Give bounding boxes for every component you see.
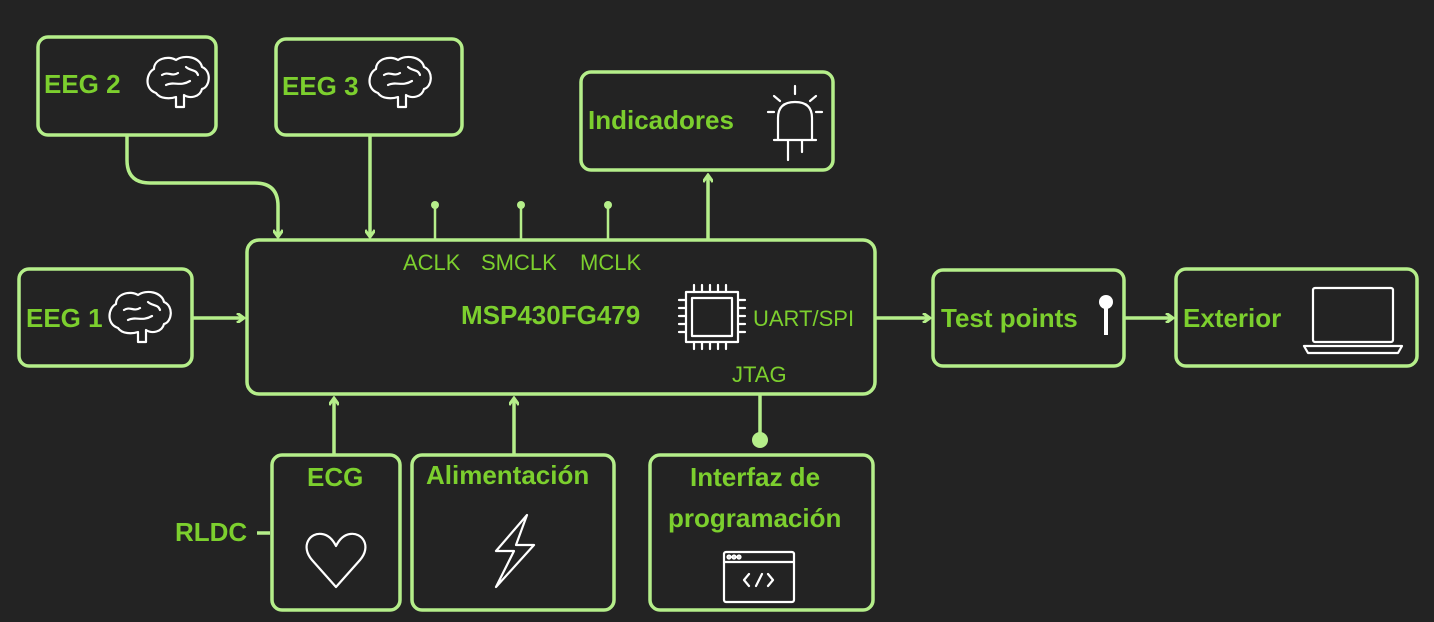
- heart-icon: [305, 532, 367, 589]
- box-ecg: [270, 453, 402, 612]
- code-window-icon: [722, 550, 796, 604]
- lightning-icon: [494, 513, 536, 589]
- box-mcu: [245, 238, 877, 396]
- eeg3-label: EEG 3: [282, 71, 359, 101]
- box-test-points: [931, 268, 1126, 368]
- indicadores-label: Indicadores: [588, 105, 734, 135]
- uart-spi-label: UART/SPI: [753, 306, 855, 331]
- box-interfaz: [648, 453, 875, 612]
- interfaz-label-line2: programación: [668, 503, 842, 533]
- eeg2-label: EEG 2: [44, 69, 121, 99]
- jtag-dot: [752, 432, 768, 448]
- smclk-label: SMCLK: [481, 250, 557, 275]
- interfaz-label-line1: Interfaz de: [690, 462, 821, 492]
- test-points-label: Test points: [941, 303, 1078, 333]
- aclk-label: ACLK: [403, 250, 461, 275]
- box-eeg1: [17, 267, 194, 368]
- clock-pins: [431, 201, 612, 240]
- brain-icon: [146, 55, 210, 109]
- brain-icon: [108, 290, 172, 344]
- box-eeg2: [36, 35, 218, 137]
- jtag-label: JTAG: [732, 362, 787, 387]
- chip-icon: [677, 283, 747, 351]
- mclk-label: MCLK: [580, 250, 642, 275]
- box-indicadores: [579, 70, 835, 172]
- mcu-label: MSP430FG479: [461, 300, 641, 330]
- brain-icon: [368, 55, 432, 109]
- ecg-label: ECG: [307, 462, 364, 492]
- laptop-icon: [1302, 286, 1404, 355]
- eeg1-label: EEG 1: [26, 303, 103, 333]
- box-eeg3: [274, 37, 464, 137]
- led-icon: [766, 84, 824, 162]
- rldc-label: RLDC: [175, 517, 248, 547]
- test-point-icon: [1099, 295, 1113, 335]
- exterior-label: Exterior: [1183, 303, 1282, 333]
- wire-eeg2-mcu: [125, 135, 278, 236]
- alimentacion-label: Alimentación: [426, 460, 590, 490]
